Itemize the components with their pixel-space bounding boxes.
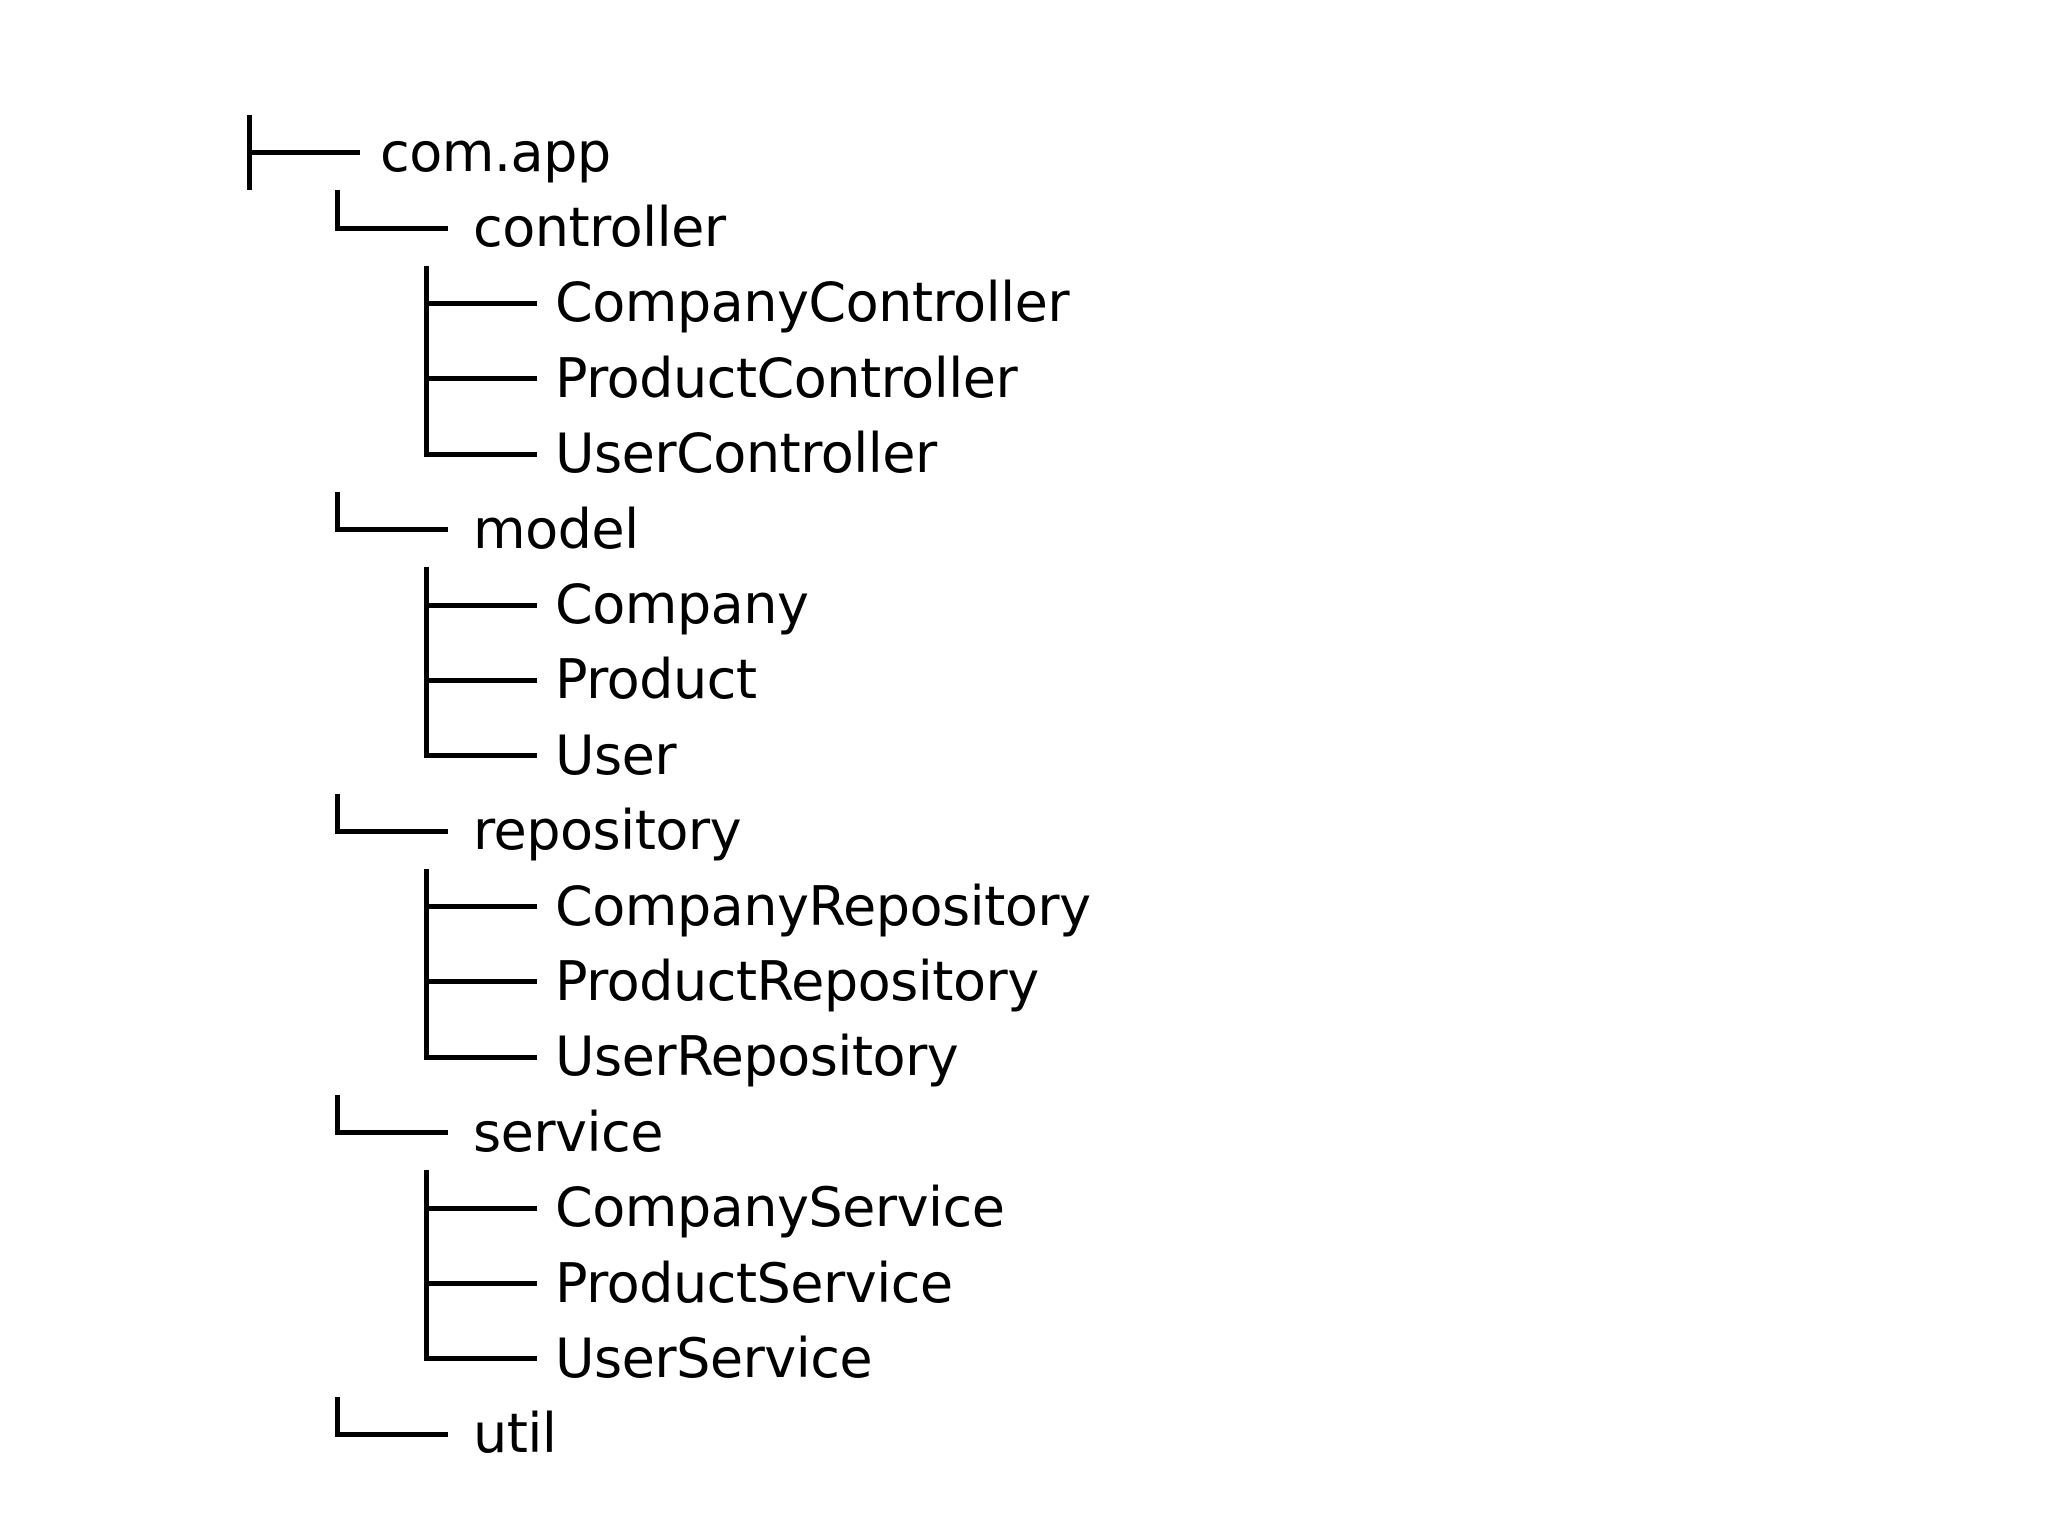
tree-row: service: [0, 1095, 2048, 1170]
tree-row: UserRepository: [0, 1019, 2048, 1095]
tree-branch-horizontal-line: [424, 677, 537, 683]
tree-row: CompanyController: [0, 265, 2048, 342]
tree-branch-horizontal-line: [424, 300, 537, 306]
tree-row: Company: [0, 567, 2048, 643]
tree-branch-horizontal-line: [247, 150, 360, 156]
tree-row: UserController: [0, 416, 2048, 492]
tree-row: controller: [0, 190, 2048, 265]
tree-row: User: [0, 718, 2048, 793]
tree-node-label: CompanyService: [555, 1176, 1005, 1240]
tree-branch-horizontal-line: [424, 1205, 537, 1211]
tree-branch-horizontal-line: [424, 602, 537, 608]
tree-node-label: ProductService: [555, 1251, 953, 1315]
tree-branch-horizontal-line: [424, 451, 537, 457]
tree-node-label: CompanyRepository: [555, 874, 1091, 938]
tree-node-label: com.app: [380, 120, 611, 184]
tree-branch-elbow-vertical-line: [335, 190, 340, 231]
tree-row: CompanyRepository: [0, 868, 2048, 945]
tree-node-label: User: [555, 723, 677, 787]
tree-branch-horizontal-line: [424, 753, 537, 759]
tree-row: UserService: [0, 1321, 2048, 1396]
tree-branch-elbow-vertical-line: [335, 1095, 340, 1136]
tree-branch-horizontal-line: [424, 904, 537, 910]
tree-node-label: UserService: [555, 1326, 873, 1390]
tree-row: CompanyService: [0, 1170, 2048, 1246]
tree-branch-horizontal-line: [424, 1054, 537, 1060]
tree-row: Product: [0, 642, 2048, 719]
tree-node-label: UserRepository: [555, 1025, 959, 1089]
tree-node-label: UserController: [555, 422, 937, 486]
tree-branch-horizontal-line: [335, 828, 448, 834]
tree-node-label: Company: [555, 573, 809, 637]
tree-node-label: repository: [473, 799, 742, 863]
tree-branch-horizontal-line: [424, 376, 537, 382]
tree-branch-horizontal-line: [335, 1431, 448, 1437]
tree-branch-horizontal-line: [335, 225, 448, 231]
tree-node-label: service: [473, 1100, 663, 1164]
tree-branch-horizontal-line: [335, 527, 448, 533]
tree-row: com.app: [0, 115, 2048, 191]
tree-row: ProductService: [0, 1245, 2048, 1322]
tree-row: ProductController: [0, 341, 2048, 417]
tree-branch-elbow-vertical-line: [335, 793, 340, 834]
tree-node-label: model: [473, 497, 639, 561]
tree-branch-elbow-vertical-line: [424, 1019, 429, 1060]
tree-row: repository: [0, 793, 2048, 869]
tree-branch-horizontal-line: [335, 1130, 448, 1136]
tree-branch-elbow-vertical-line: [424, 1321, 429, 1362]
tree-row: model: [0, 491, 2048, 567]
tree-branch-elbow-vertical-line: [424, 718, 429, 759]
tree-row: ProductRepository: [0, 944, 2048, 1020]
tree-branch-horizontal-line: [424, 1356, 537, 1362]
tree-node-label: controller: [473, 196, 726, 260]
tree-node-label: ProductController: [555, 346, 1018, 410]
tree-row: util: [0, 1396, 2048, 1472]
tree-node-label: ProductRepository: [555, 949, 1039, 1013]
tree-branch-elbow-vertical-line: [335, 491, 340, 533]
tree-branch-horizontal-line: [424, 979, 537, 985]
tree-node-label: CompanyController: [555, 271, 1070, 335]
tree-branch-horizontal-line: [424, 1281, 537, 1287]
tree-node-label: util: [473, 1402, 557, 1466]
tree-node-label: Product: [555, 648, 757, 712]
tree-branch-elbow-vertical-line: [424, 416, 429, 457]
tree-branch-elbow-vertical-line: [335, 1396, 340, 1437]
